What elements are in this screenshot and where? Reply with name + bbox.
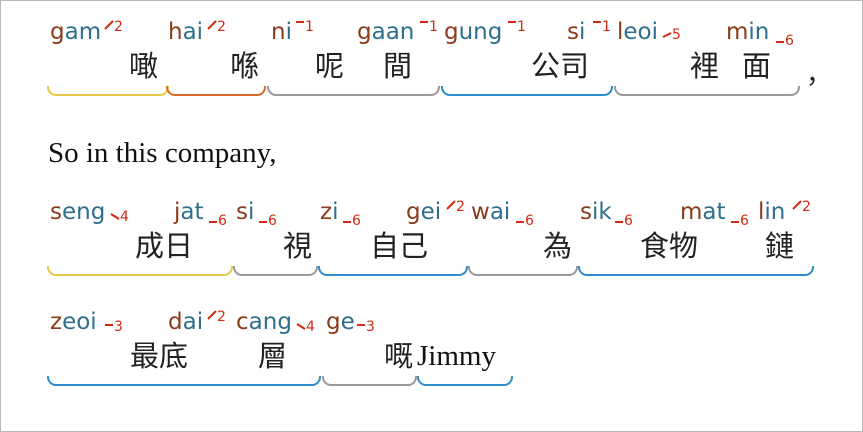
cantonese-character: 間 — [383, 49, 413, 83]
tone-mark: 2 — [446, 200, 465, 214]
jyutping-syllable: zeoi — [50, 309, 97, 335]
cantonese-character: 自己 — [370, 229, 429, 263]
jyutping-syllable: jat — [174, 199, 204, 225]
word-underline — [417, 376, 513, 386]
cantonese-character: 面 — [742, 49, 772, 83]
word-underline — [47, 266, 233, 276]
tone-mark: 6 — [776, 33, 794, 49]
annotated-line-3: zeoi 3 dai 2 最底 cang 4 層 ge 3 嘅 Jimmy — [0, 308, 863, 398]
jyutping-syllable: leoi — [617, 19, 659, 45]
jyutping-syllable: gung — [444, 19, 503, 45]
jyutping-syllable: lin — [758, 199, 786, 225]
annotated-line-1: gam 2 噉 hai 2 喺 ni 1 呢 gaan 1 間 gung 1 s… — [0, 18, 863, 108]
word-underline — [322, 376, 417, 386]
cantonese-character: 裡 — [690, 49, 720, 83]
word-underline — [47, 376, 321, 386]
tone-mark: 6 — [516, 213, 534, 229]
cantonese-character: 食物 — [640, 229, 699, 263]
cantonese-character: 視 — [283, 229, 313, 263]
tone-mark: 4 — [296, 320, 315, 334]
jyutping-syllable: ge — [326, 309, 355, 335]
tone-mark: 1 — [420, 19, 438, 35]
jyutping-syllable: gei — [406, 199, 442, 225]
word-underline — [441, 86, 613, 96]
cantonese-character: 最底 — [130, 339, 189, 373]
word-underline — [47, 86, 169, 96]
tone-mark: 2 — [104, 20, 123, 34]
cantonese-character: 公司 — [531, 49, 590, 83]
cantonese-character: 噉 — [129, 49, 159, 83]
english-translation: So in this company, — [48, 137, 277, 169]
word-underline — [318, 266, 468, 276]
word-underline — [468, 266, 578, 276]
name-jimmy: Jimmy — [417, 340, 496, 372]
word-underline — [166, 86, 266, 96]
cantonese-character: 喺 — [230, 49, 260, 83]
tone-mark: 3 — [105, 319, 123, 335]
cantonese-character: 嘅 — [384, 339, 414, 373]
jyutping-syllable: gam — [50, 19, 102, 45]
jyutping-syllable: hai — [168, 19, 204, 45]
tone-mark: 6 — [259, 213, 277, 229]
word-underline — [267, 86, 440, 96]
cantonese-character: 層 — [258, 339, 288, 373]
tone-mark: 4 — [110, 210, 129, 224]
comma-punctuation: ， — [806, 60, 833, 90]
jyutping-syllable: zi — [320, 199, 339, 225]
word-underline — [233, 266, 318, 276]
tone-mark: 2 — [207, 20, 226, 34]
cantonese-character: 鏈 — [765, 229, 795, 263]
jyutping-syllable: si — [567, 19, 586, 45]
jyutping-syllable: si — [236, 199, 255, 225]
cantonese-character: 成日 — [135, 229, 194, 263]
jyutping-syllable: ni — [271, 19, 292, 45]
tone-mark: 2 — [207, 310, 226, 324]
tone-mark: 1 — [593, 19, 611, 35]
word-underline — [614, 86, 800, 96]
tone-mark: 6 — [209, 213, 227, 229]
annotated-line-2: seng 4 jat 6 成日 si 6 視 zi 6 gei 2 自己 wai… — [0, 198, 863, 288]
jyutping-syllable: dai — [168, 309, 204, 335]
tone-mark: 6 — [731, 213, 749, 229]
jyutping-syllable: min — [726, 19, 770, 45]
tone-mark: 3 — [357, 319, 375, 335]
tone-mark: 5 — [662, 28, 681, 42]
tone-mark: 1 — [508, 19, 526, 35]
jyutping-syllable: cang — [236, 309, 292, 335]
tone-mark: 6 — [615, 213, 633, 229]
cantonese-character: 呢 — [315, 49, 345, 83]
word-underline — [578, 266, 814, 276]
tone-mark: 2 — [792, 200, 811, 214]
tone-mark: 6 — [343, 213, 361, 229]
jyutping-syllable: seng — [50, 199, 106, 225]
jyutping-syllable: wai — [471, 199, 511, 225]
jyutping-syllable: mat — [680, 199, 726, 225]
jyutping-syllable: gaan — [357, 19, 415, 45]
jyutping-syllable: sik — [580, 199, 612, 225]
tone-mark: 1 — [296, 19, 314, 35]
cantonese-character: 為 — [543, 229, 573, 263]
